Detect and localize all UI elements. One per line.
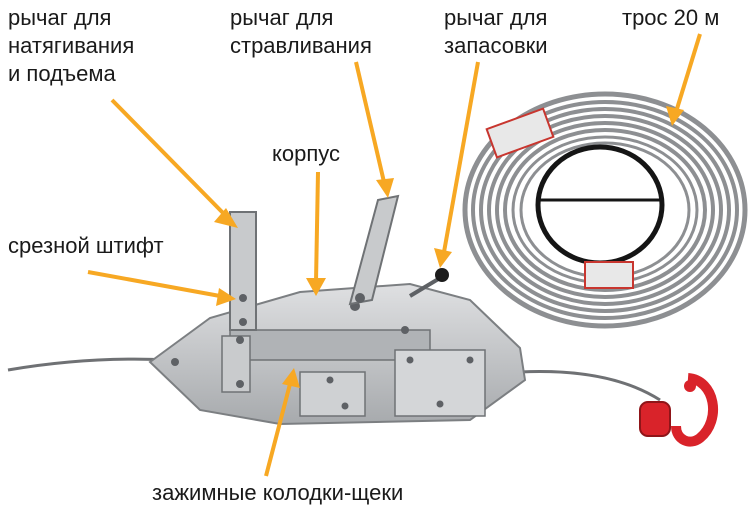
label-stow-lever-line-1: рычаг для [444,5,548,30]
label-jaws: зажимные колодки-щеки [152,480,404,505]
arrow-release-lever-head [376,178,394,198]
winch-body [148,282,527,426]
label-lift-lever: рычаг для натягивания и подъема [8,4,134,88]
arrow-rope [674,33,702,113]
stow-lever [408,268,449,298]
arrow-shear-pin-head [216,288,236,306]
arrow-stow-lever [442,61,480,253]
label-lift-lever-line-1: рычаг для [8,5,112,30]
label-lift-lever-line-2: натягивания [8,33,135,58]
hook [639,373,719,447]
rope-coil [462,91,748,329]
release-lever [348,194,400,306]
label-stow-lever: рычаг для запасовки [444,4,548,60]
label-release-lever-line-2: стравливания [230,33,372,58]
arrow-lift-lever [110,98,228,218]
arrow-body-head [306,278,326,296]
lift-lever [229,211,257,331]
label-rope: трос 20 м [622,5,720,30]
label-release-lever-line-1: рычаг для [230,5,334,30]
arrow-jaws [264,383,292,477]
label-stow-lever-line-2: запасовки [444,33,548,58]
arrow-shear-pin [87,270,221,298]
label-lift-lever-line-3: и подъема [8,61,116,86]
arrow-lift-lever-head [214,208,238,228]
arrow-release-lever [354,61,386,183]
cable-right [519,370,661,402]
arrow-rope-head [666,106,684,126]
arrow-jaws-head [282,368,300,388]
label-shear-pin: срезной штифт [8,233,164,258]
pointer-arrows [87,33,702,477]
label-body: корпус [272,141,341,166]
cable-left [7,357,171,372]
arrow-body [314,171,320,283]
label-release-lever: рычаг для стравливания [230,4,372,60]
arrow-stow-lever-head [434,248,452,268]
